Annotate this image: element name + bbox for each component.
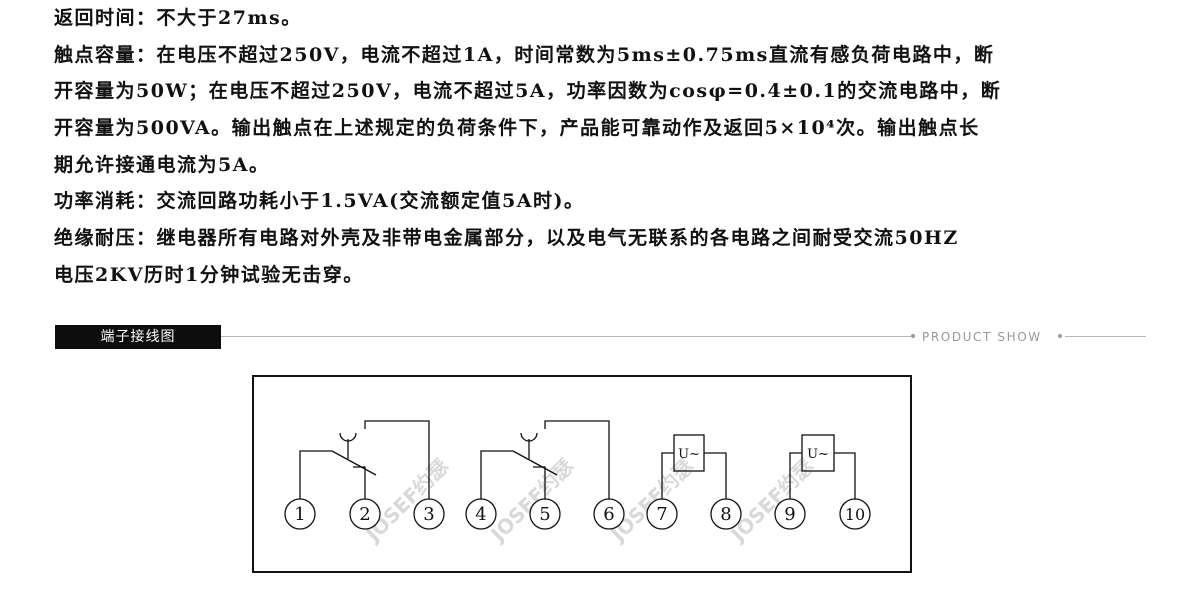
actuator-head-1 — [339, 432, 357, 442]
terminal-2: 2 — [349, 498, 381, 530]
header-dot-left — [911, 334, 915, 338]
wire-terminal-9 — [789, 452, 802, 499]
terminal-group: 1 2 3 4 5 6 7 8 9 10 — [284, 498, 871, 530]
section-header: 端子接线图 PRODUCT SHOW — [55, 325, 1146, 349]
wire-terminal-10 — [834, 452, 856, 499]
spec-line-contact-capacity: 触点容量：在电压不超过250V，电流不超过1A，时间常数为5ms±0.75ms直… — [54, 43, 995, 66]
voltage-coil-1 — [661, 434, 727, 499]
terminal-3: 3 — [413, 498, 445, 530]
terminal-number: 1 — [294, 504, 305, 525]
wire-terminal-6 — [544, 420, 610, 499]
terminal-10: 10 — [839, 498, 871, 530]
terminal-4: 4 — [465, 498, 497, 530]
wire-terminal-7 — [661, 452, 674, 499]
spec-line-return-time: 返回时间：不大于27ms。 — [54, 7, 302, 29]
contact-group-1 — [299, 420, 430, 499]
wire-terminal-5 — [533, 466, 546, 499]
header-dot-right — [1058, 334, 1062, 338]
header-rule-right — [1065, 336, 1146, 337]
terminal-circle — [646, 498, 678, 530]
header-rule-left — [221, 336, 911, 337]
spec-line-contact-capacity-4: 期允许接通电流为5A。 — [54, 153, 270, 176]
terminal-5: 5 — [529, 498, 561, 530]
contact-blade-1 — [331, 450, 377, 476]
terminal-number: 4 — [475, 504, 486, 525]
terminal-number: 6 — [603, 504, 614, 525]
terminal-7: 7 — [646, 498, 678, 530]
terminal-circle — [529, 498, 561, 530]
diagram-frame — [252, 375, 912, 573]
contact-blade-2 — [512, 450, 558, 476]
terminal-1: 1 — [284, 498, 316, 530]
terminal-circle — [284, 498, 316, 530]
wire-terminal-4 — [480, 450, 513, 499]
coil-label-1: U~ — [678, 447, 700, 462]
coil-label-2: U~ — [807, 447, 829, 462]
wire-terminal-3 — [364, 420, 430, 499]
terminal-number: 8 — [720, 504, 731, 525]
terminal-number: 9 — [784, 504, 795, 525]
terminal-number: 3 — [423, 504, 434, 525]
spec-line-contact-capacity-3: 开容量为500VA。输出触点在上述规定的负荷条件下，产品能可靠动作及返回5×10… — [54, 117, 980, 140]
terminal-number: 10 — [845, 505, 865, 524]
spec-line-power-consumption: 功率消耗：交流回路功耗小于1.5VA(交流额定值5A时)。 — [54, 190, 585, 213]
spec-text-block: 返回时间：不大于27ms。 触点容量：在电压不超过250V，电流不超过1A，时间… — [54, 0, 1154, 294]
terminal-circle — [710, 498, 742, 530]
spec-line-contact-capacity-2: 开容量为50W；在电压不超过250V，电流不超过5A，功率因数为cosφ=0.4… — [54, 80, 1002, 103]
terminal-8: 8 — [710, 498, 742, 530]
wire-terminal-1 — [299, 450, 332, 499]
wire-terminal-8 — [704, 452, 727, 499]
terminal-number: 7 — [656, 504, 667, 525]
terminal-circle — [413, 498, 445, 530]
terminal-number: 5 — [539, 504, 550, 525]
terminal-number: 2 — [359, 504, 370, 525]
section-title: 端子接线图 — [55, 325, 221, 349]
section-caption: PRODUCT SHOW — [922, 330, 1042, 344]
spec-line-insulation: 绝缘耐压：继电器所有电路对外壳及非带电金属部分，以及电气无联系的各电路之间耐受交… — [54, 227, 959, 250]
wire-terminal-2 — [353, 466, 366, 499]
actuator-head-2 — [520, 432, 538, 442]
terminal-circle — [774, 498, 806, 530]
contact-group-2 — [480, 420, 610, 499]
voltage-coil-2 — [789, 434, 856, 499]
terminal-9: 9 — [774, 498, 806, 530]
terminal-circle — [465, 498, 497, 530]
terminal-circle — [349, 498, 381, 530]
terminal-circle — [593, 498, 625, 530]
terminal-6: 6 — [593, 498, 625, 530]
spec-line-insulation-2: 电压2KV历时1分钟试验无击穿。 — [54, 263, 364, 286]
terminal-circle — [839, 498, 871, 530]
